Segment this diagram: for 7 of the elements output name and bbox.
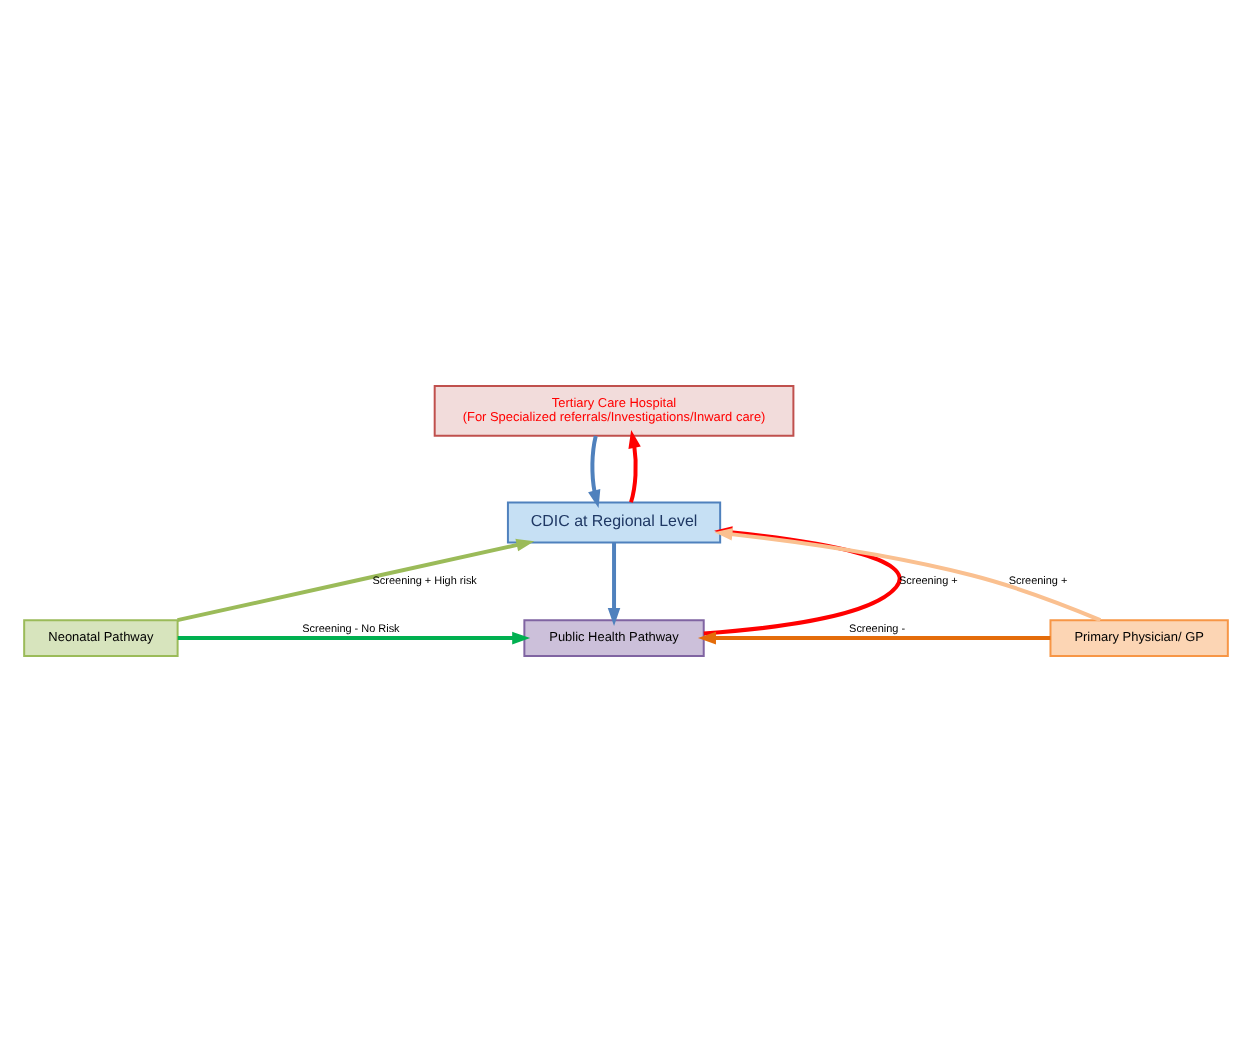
arrow bbox=[697, 631, 1051, 645]
arrow bbox=[177, 538, 535, 623]
arrow bbox=[628, 430, 641, 503]
arrow bbox=[607, 542, 621, 626]
arrow bbox=[177, 631, 531, 645]
arrow bbox=[588, 435, 601, 509]
node-box: CDIC at Regional Level bbox=[506, 501, 722, 544]
